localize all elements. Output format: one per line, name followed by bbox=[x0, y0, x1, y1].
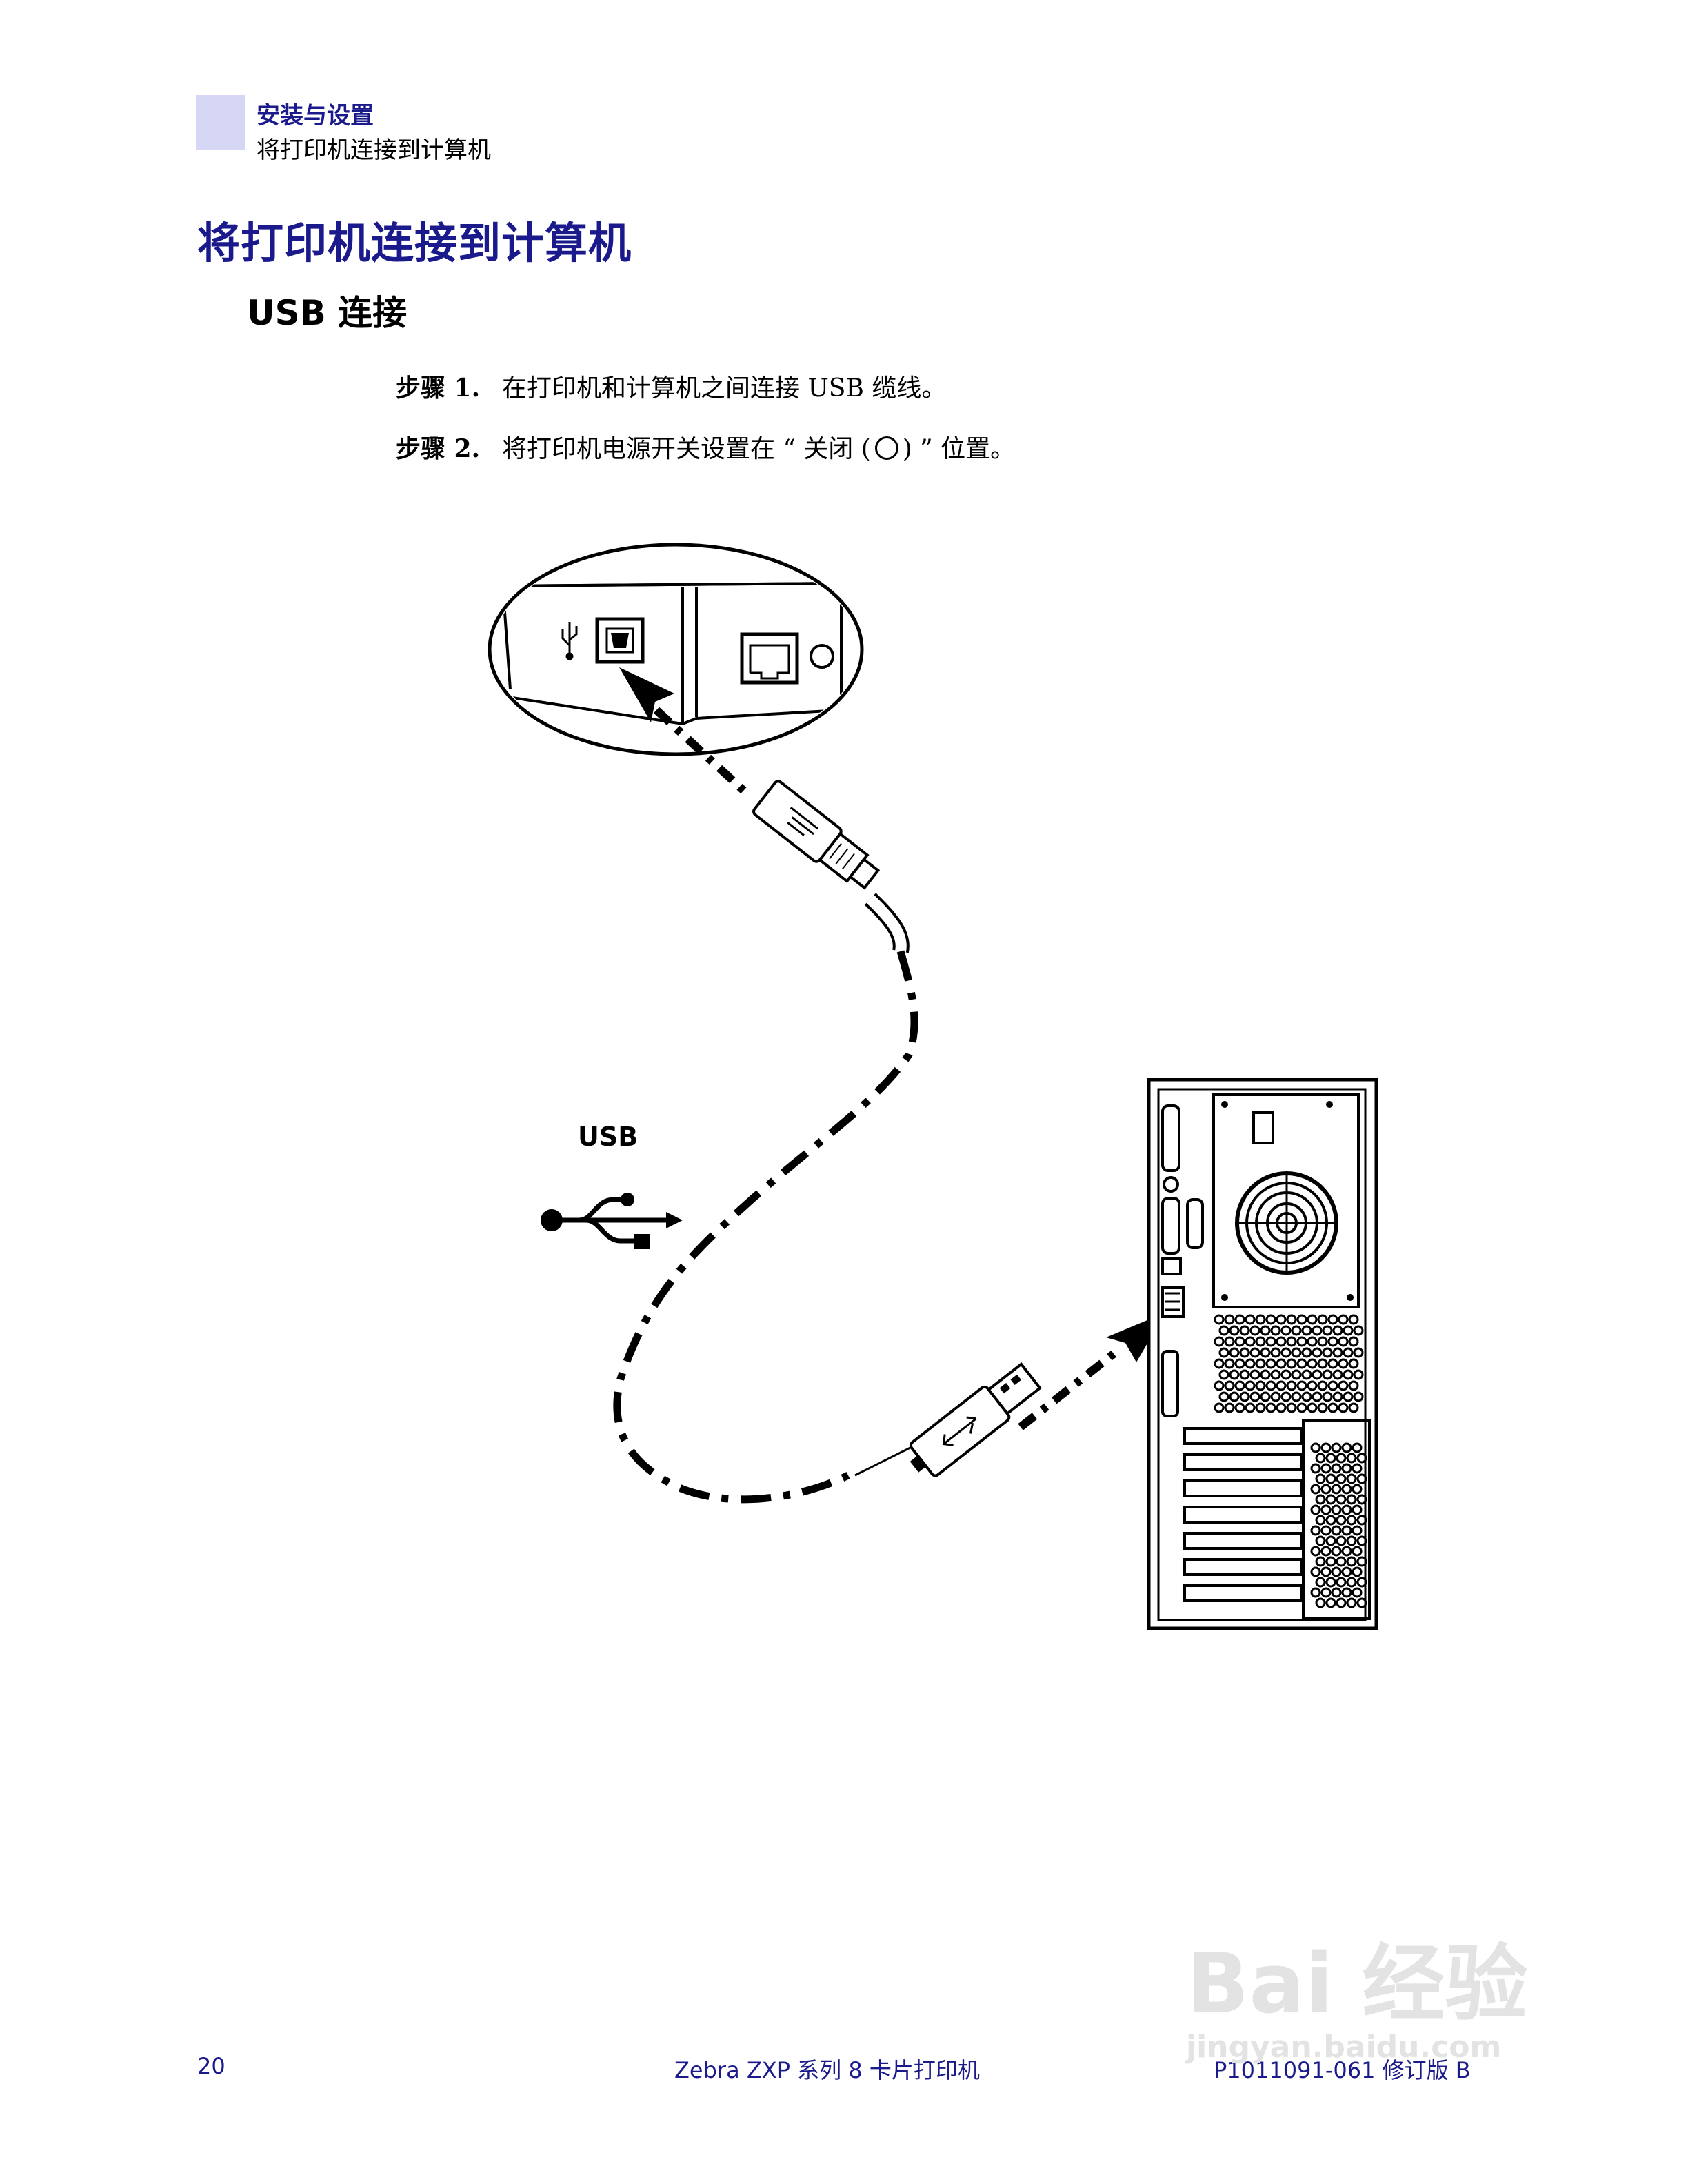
usb-cable-path bbox=[613, 950, 918, 1504]
header-marker bbox=[196, 95, 245, 150]
pc-tower-icon bbox=[1147, 1078, 1378, 1630]
usb-label: USB bbox=[578, 1122, 638, 1152]
step-text-before: 将打印机电源开关设置在 “ 关闭 ( bbox=[502, 435, 871, 463]
watermark-domain: jingyan.baidu.com bbox=[1186, 2030, 1502, 2065]
arrow-to-printer bbox=[619, 667, 750, 796]
page-number: 20 bbox=[197, 2053, 225, 2079]
usb-trident-icon bbox=[541, 1193, 683, 1249]
section-title: USB 连接 bbox=[247, 293, 408, 333]
step-1: 步骤 1. 在打印机和计算机之间连接 USB 缆线。 bbox=[396, 368, 946, 404]
footer-doc-id: P1011091-061 修订版 B bbox=[1214, 2057, 1471, 2083]
printer-rear-panel-zoom bbox=[488, 543, 864, 756]
step-text: 在打印机和计算机之间连接 USB 缆线。 bbox=[502, 374, 947, 403]
watermark-logo: Bai 经验 jingyan.baidu.com bbox=[1186, 1917, 1527, 2065]
step-text-after: ) ” 位置。 bbox=[902, 435, 1016, 463]
step-2: 步骤 2. 将打印机电源开关设置在 “ 关闭 ( ) ” 位置。 bbox=[396, 429, 1015, 465]
usb-a-plug bbox=[854, 1362, 1042, 1477]
power-off-icon bbox=[874, 436, 898, 460]
header-subsection: 将打印机连接到计算机 bbox=[257, 136, 491, 164]
header-section: 安装与设置 bbox=[257, 102, 374, 130]
usb-port-icon bbox=[561, 622, 578, 660]
usb-b-plug bbox=[752, 780, 910, 953]
usb-b-port bbox=[595, 617, 645, 664]
page-title: 将打印机连接到计算机 bbox=[197, 218, 632, 268]
ethernet-port-icon bbox=[740, 632, 834, 685]
step-label: 步骤 1. bbox=[396, 374, 481, 403]
step-label: 步骤 2. bbox=[396, 434, 481, 463]
arrow-to-pc bbox=[1018, 1313, 1165, 1430]
watermark-text: Bai 经验 bbox=[1186, 1937, 1528, 2032]
footer-product: Zebra ZXP 系列 8 卡片打印机 bbox=[674, 2057, 980, 2083]
